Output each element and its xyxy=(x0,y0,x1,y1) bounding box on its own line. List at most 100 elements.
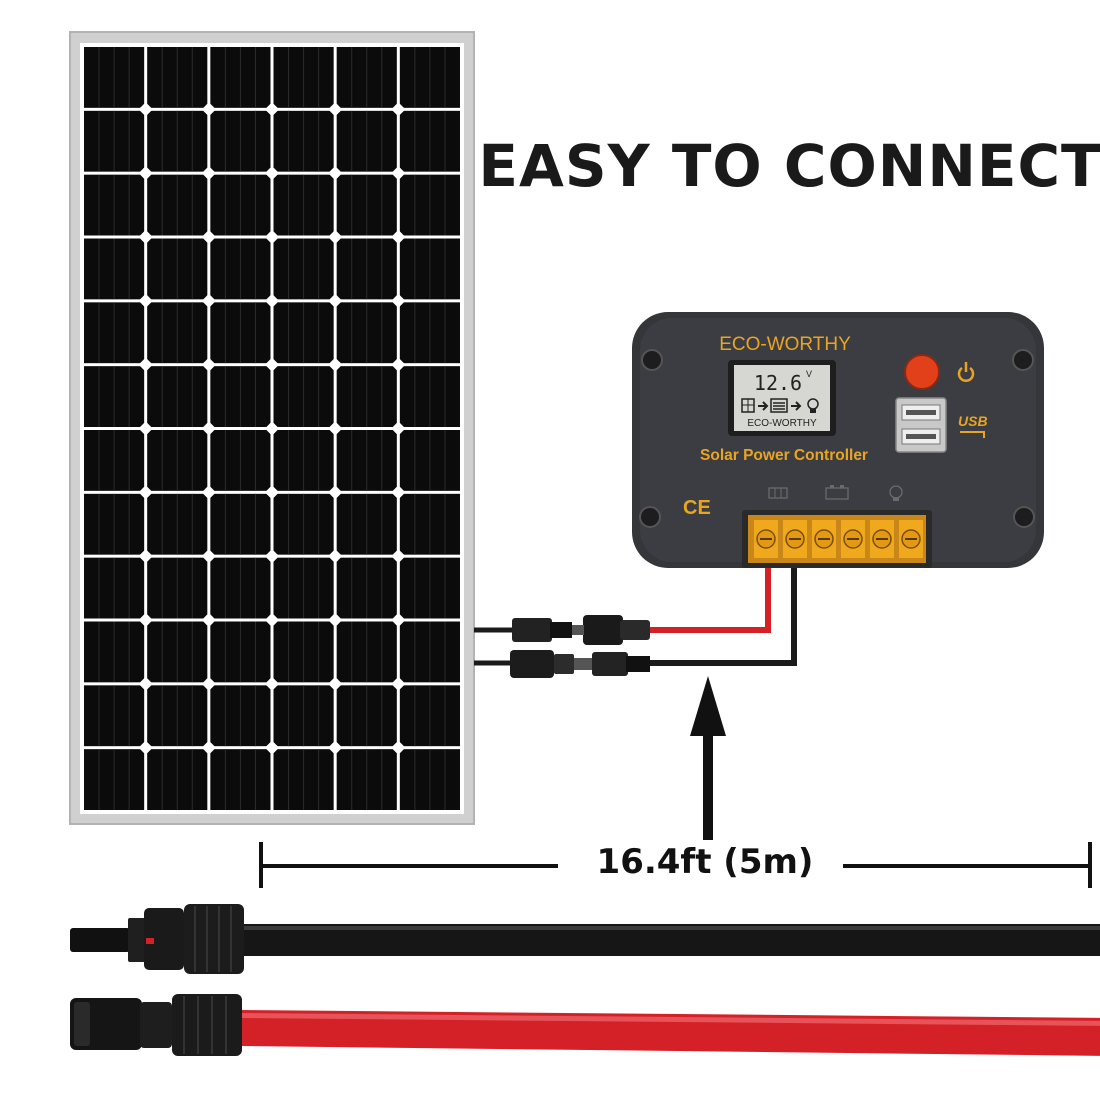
cell-junction-dot xyxy=(391,166,406,181)
cell-junction-dot xyxy=(138,676,153,691)
cell-junction-dot xyxy=(391,676,406,691)
cell-junction-dot xyxy=(201,676,216,691)
cell-junction-dot xyxy=(264,612,280,628)
mc4-connector-pair-bottom xyxy=(510,650,650,678)
battery-icon xyxy=(825,485,849,500)
cell-junction-dot xyxy=(201,549,216,564)
cell-junction-dot xyxy=(264,676,280,691)
cell-junction-dot xyxy=(264,357,280,372)
black-cable xyxy=(70,904,1100,974)
cell-junction-dot xyxy=(138,421,153,436)
cell-junction-dot xyxy=(201,166,216,181)
terminal-block xyxy=(742,510,932,568)
usb-icon: USB xyxy=(958,413,988,438)
controller-brand: ECO-WORTHY xyxy=(719,334,851,355)
cell-junction-dot xyxy=(264,485,280,500)
panel-leads xyxy=(474,627,515,666)
cell-junction-dot xyxy=(328,740,343,755)
solar-cell-grid xyxy=(84,47,460,810)
cell-junction-dot xyxy=(328,166,343,181)
lcd-screen: 12.6 V ECO-WORTHY xyxy=(728,360,836,436)
charge-controller: ECO-WORTHY 12.6 V EC xyxy=(632,312,1044,568)
cell-junction-dot xyxy=(328,421,343,436)
mount-hole xyxy=(641,349,663,371)
cell-junction-dot xyxy=(328,357,343,372)
cell-junction-dot xyxy=(138,229,153,245)
cell-junction-dot xyxy=(264,229,280,245)
cell-junction-dot xyxy=(391,612,406,628)
cell-junction-dot xyxy=(328,549,343,564)
cell-junction-dot xyxy=(264,740,280,755)
usb-label: USB xyxy=(958,413,988,429)
lcd-unit: V xyxy=(806,369,812,379)
cell-junction-dot xyxy=(201,612,216,628)
bulb-icon xyxy=(889,485,903,501)
cell-junction-dot xyxy=(201,229,216,245)
cell-junction-dot xyxy=(138,485,153,500)
cell-junction-dot xyxy=(391,357,406,372)
cell-junction-dot xyxy=(328,485,343,500)
solar-panel-icon xyxy=(768,487,788,499)
cell-junction-dot xyxy=(138,293,153,308)
cell-junction-dot xyxy=(328,229,343,245)
mount-hole xyxy=(1012,349,1034,371)
cell-junction-dot xyxy=(264,166,280,181)
cell-junction-dot xyxy=(391,293,406,308)
cell-junction-dot xyxy=(391,102,406,117)
flow-arrow-icon xyxy=(791,401,802,411)
red-cable xyxy=(70,994,1100,1056)
cell-junction-dot xyxy=(138,166,153,181)
mc4-connector-pair-top xyxy=(512,615,650,645)
power-button[interactable] xyxy=(904,354,940,390)
cable-length-label: 16.4ft (5m) xyxy=(596,842,814,882)
cell-junction-dot xyxy=(138,740,153,755)
terminal-screw xyxy=(841,520,865,558)
cell-junction-dot xyxy=(328,676,343,691)
cell-junction-dot xyxy=(328,612,343,628)
terminal-screw xyxy=(754,520,778,558)
mount-hole xyxy=(1013,506,1035,528)
terminal-symbols xyxy=(768,485,903,501)
terminal-screws xyxy=(754,520,923,558)
cell-junction-dot xyxy=(264,549,280,564)
solar-panel-icon xyxy=(741,398,755,413)
terminal-screw xyxy=(812,520,836,558)
cell-junction-dot xyxy=(201,293,216,308)
cell-junction-dot xyxy=(328,102,343,117)
usb-ports[interactable] xyxy=(895,397,947,453)
cell-junction-dot xyxy=(201,357,216,372)
cell-junction-dot xyxy=(201,421,216,436)
cell-junction-dot xyxy=(138,549,153,564)
headline: EASY TO CONNECT xyxy=(478,132,1100,200)
power-icon xyxy=(957,362,975,382)
cell-junction-dot xyxy=(264,102,280,117)
dimension-line xyxy=(259,842,1092,888)
cell-junction-dot xyxy=(391,549,406,564)
cell-junction-dot xyxy=(391,485,406,500)
mount-hole xyxy=(639,506,661,528)
controller-title: Solar Power Controller xyxy=(700,447,868,464)
lcd-brand: ECO-WORTHY xyxy=(747,418,817,429)
battery-icon xyxy=(770,398,788,413)
bulb-icon xyxy=(807,398,819,413)
cell-junction-dot xyxy=(391,740,406,755)
flow-arrow-icon xyxy=(758,401,769,411)
cell-junction-dot xyxy=(138,357,153,372)
lcd-voltage: 12.6 xyxy=(754,371,802,395)
cell-junction-dot xyxy=(391,229,406,245)
terminal-screw xyxy=(870,520,894,558)
cell-junction-dot xyxy=(391,421,406,436)
terminal-screw xyxy=(899,520,923,558)
cell-junction-dot xyxy=(264,293,280,308)
cell-junction-dot xyxy=(328,293,343,308)
cell-junction-dot xyxy=(201,740,216,755)
ce-mark: CE xyxy=(683,497,711,519)
solar-panel xyxy=(69,31,475,825)
cell-junction-dot xyxy=(138,612,153,628)
cell-junction-dot xyxy=(264,421,280,436)
red-wire xyxy=(650,562,771,633)
black-wire xyxy=(650,562,797,666)
cell-junction-dot xyxy=(201,485,216,500)
cell-junction-dots xyxy=(138,102,406,755)
